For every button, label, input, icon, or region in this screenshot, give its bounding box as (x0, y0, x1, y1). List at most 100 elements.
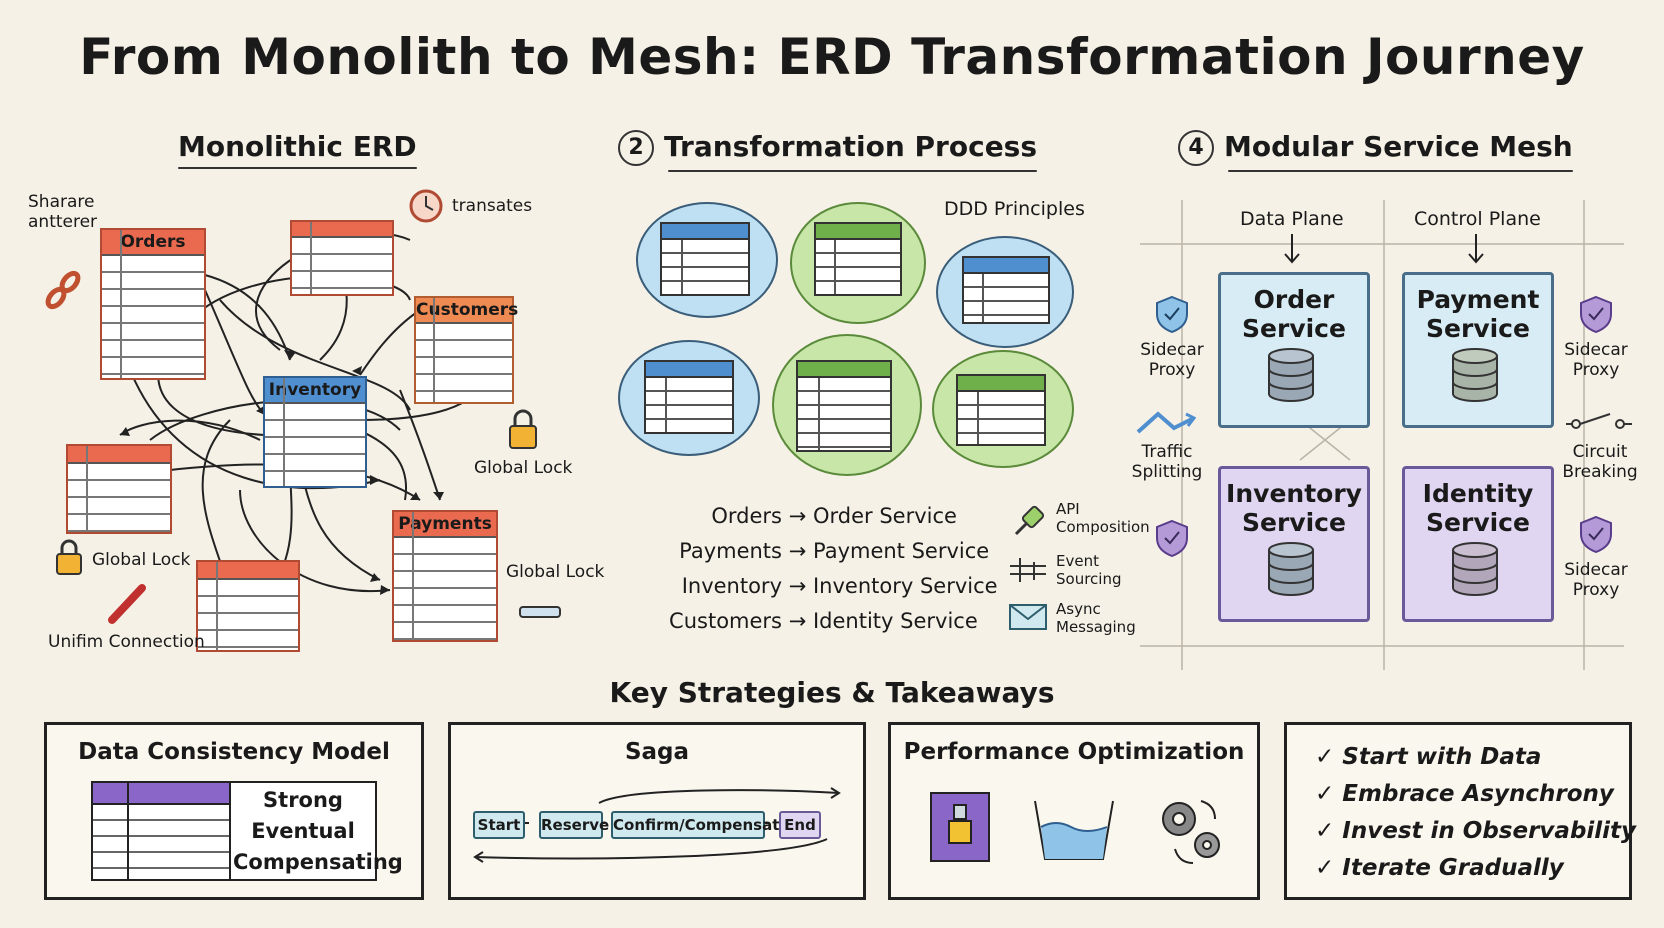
step-number-2: 2 (618, 130, 654, 166)
order-service-box: Order Service (1218, 272, 1370, 428)
takeaway-item: ✓ Embrace Asynchrony (1315, 781, 1614, 807)
global-lock-label: Global Lock (506, 562, 605, 582)
traffic-split-icon (1136, 411, 1197, 434)
saga-step-confirm-compensate: Confirm/Compensate (611, 811, 790, 839)
identity-service-label: Identity Service (1422, 479, 1534, 537)
database-icon (1452, 348, 1498, 402)
consistency-model-panel: Data Consistency Model Strong Eventual C… (44, 722, 424, 900)
step-number-4: 4 (1178, 130, 1214, 166)
bubble-table (962, 256, 1050, 324)
saga-step-end: End (779, 811, 821, 839)
database-icon (1268, 348, 1314, 402)
takeaway-item: ✓ Iterate Gradually (1315, 855, 1564, 881)
erd-table-inventory-header: Inventory (265, 378, 365, 404)
bubble-table (956, 374, 1046, 446)
takeaways-list: ✓ Start with Data ✓ Embrace Asynchrony ✓… (1315, 739, 1636, 887)
bubble-table (644, 360, 734, 434)
database-icon (1452, 542, 1498, 596)
shield-icon (1156, 295, 1188, 334)
shield-icon (1156, 519, 1188, 558)
global-lock-label: Global Lock (474, 458, 573, 478)
shield-icon (1580, 295, 1612, 334)
chain-link-icon (45, 270, 81, 310)
mapping-row: Inventory → Inventory Service (681, 574, 998, 598)
saga-step-start: Start (473, 811, 525, 839)
saga-step-reserve: Reserve (539, 811, 609, 839)
takeaway-item: ✓ Invest in Observability (1315, 818, 1637, 844)
circuit-breaking-label: Circuit Breaking (1562, 442, 1638, 482)
performance-panel: Performance Optimization (888, 722, 1260, 900)
erd-table-customers: Customers (414, 296, 518, 404)
sidecar-proxy-label: Sidecar Proxy (1140, 340, 1204, 380)
performance-title: Performance Optimization (903, 739, 1245, 765)
data-plane-label: Data Plane (1240, 208, 1344, 230)
lock-icon (509, 409, 537, 449)
mapping-row: Customers → Identity Service (669, 609, 978, 633)
check-icon: ✓ (1315, 744, 1335, 770)
section-title-strategies: Key Strategies & Takeaways (609, 676, 1055, 709)
erd-table-unnamed-left (66, 444, 172, 534)
api-plug-icon (1014, 505, 1045, 536)
cable-icon (108, 584, 146, 624)
arrow-down-icon (1468, 234, 1484, 264)
payment-service-label: Payment Service (1416, 285, 1540, 343)
database-icon (1268, 542, 1314, 596)
shield-icon (1580, 515, 1612, 554)
pool-icon (1034, 800, 1114, 860)
erd-table-customers-header: Customers (416, 298, 518, 324)
sidecar-proxy-label: Sidecar Proxy (1564, 340, 1628, 380)
connector-icon (519, 606, 561, 618)
erd-table-payments: Payments (392, 510, 498, 642)
mapping-list: Orders → Order Service Payments → Paymen… (660, 504, 1000, 644)
takeaway-item: ✓ Start with Data (1315, 744, 1542, 770)
section-title-monolith: Monolithic ERD (178, 130, 417, 169)
saga-panel: Saga Start Reserve Confirm/Compensate En… (448, 722, 866, 900)
envelope-icon (1009, 604, 1047, 630)
ddd-principles-label: DDD Principles (944, 198, 1085, 220)
mapping-row: Orders → Order Service (711, 504, 957, 528)
event-sourcing-icon (1010, 558, 1046, 582)
bubble-table (796, 360, 892, 452)
consistency-compensating: Compensating (233, 850, 403, 874)
erd-table-unnamed-top (290, 220, 394, 296)
sidecar-proxy-label: Sidecar Proxy (1564, 560, 1628, 600)
erd-table-payments-header: Payments (394, 512, 496, 538)
consistency-strong: Strong (263, 788, 343, 812)
takeaways-panel: ✓ Start with Data ✓ Embrace Asynchrony ✓… (1284, 722, 1636, 900)
control-plane-label: Control Plane (1414, 208, 1541, 230)
erd-table-unnamed-bottom (196, 560, 300, 652)
bubble-table (814, 222, 902, 296)
consistency-model-title: Data Consistency Model (78, 739, 390, 765)
global-lock-label: Global Lock (92, 550, 191, 570)
lock-icon (56, 539, 82, 575)
erd-table-orders-header: Orders (102, 230, 204, 256)
gears-icon (1162, 800, 1220, 864)
traffic-splitting-label: Traffic Splitting (1131, 442, 1203, 482)
check-icon: ✓ (1315, 818, 1335, 844)
connection-label: Unifim Connection (48, 632, 205, 652)
circuit-breaker-icon (1566, 413, 1632, 429)
bubble-table (660, 222, 750, 296)
consistency-table: Strong Eventual Compensating (91, 781, 403, 881)
page-title: From Monolith to Mesh: ERD Transformatio… (79, 28, 1585, 86)
check-icon: ✓ (1315, 855, 1335, 881)
erd-table-inventory: Inventory (263, 376, 367, 488)
clock-icon (409, 189, 443, 223)
async-messaging-label: Async Messaging (1056, 600, 1136, 636)
order-service-label: Order Service (1242, 285, 1346, 343)
erd-table-orders: Orders (100, 228, 206, 380)
cache-icon (930, 792, 990, 862)
saga-title: Saga (624, 739, 690, 765)
check-icon: ✓ (1315, 781, 1335, 807)
inventory-service-label: Inventory Service (1226, 479, 1362, 537)
api-composition-label: API Composition (1056, 500, 1150, 536)
event-sourcing-label: Event Sourcing (1056, 552, 1122, 588)
mesh-grid-lines (1140, 200, 1624, 670)
arrow-down-icon (1284, 234, 1300, 264)
transacts-label: transates (452, 196, 533, 216)
consistency-eventual: Eventual (251, 819, 355, 843)
shared-annotation: Sharare antterer (28, 192, 98, 232)
mapping-row: Payments → Payment Service (679, 539, 990, 563)
